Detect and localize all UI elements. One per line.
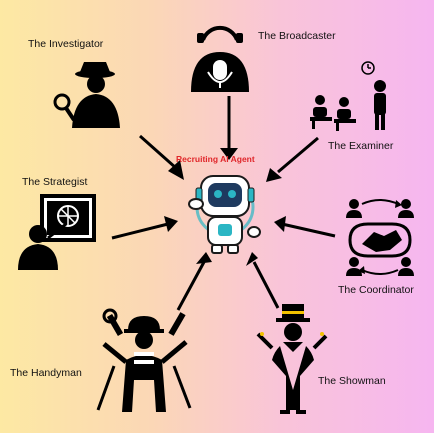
strategist-icon (18, 194, 96, 270)
arrow-investigator-to-agent (139, 134, 184, 180)
arrow-coordinator-to-agent (274, 216, 336, 238)
label-coordinator: The Coordinator (338, 284, 414, 296)
label-center-agent: Recruiting AI Agent (176, 154, 255, 164)
label-handyman: The Handyman (10, 367, 82, 379)
handyman-icon (96, 308, 192, 412)
arrow-handyman-to-agent (176, 252, 212, 311)
investigator-icon (53, 62, 120, 128)
arrow-strategist-to-agent (111, 216, 178, 240)
robot-icon (188, 175, 261, 254)
coordinator-icon (346, 199, 414, 276)
arrow-examiner-to-agent (266, 136, 319, 182)
examiner-icon (310, 61, 386, 131)
label-showman: The Showman (318, 375, 386, 387)
label-broadcaster: The Broadcaster (258, 30, 336, 42)
arrow-showman-to-agent (246, 252, 280, 309)
showman-icon (256, 304, 328, 414)
broadcaster-icon (191, 25, 249, 92)
label-strategist: The Strategist (22, 176, 88, 188)
arrow-broadcaster-to-agent (220, 96, 238, 160)
label-examiner: The Examiner (328, 140, 394, 152)
label-investigator: The Investigator (28, 38, 104, 50)
